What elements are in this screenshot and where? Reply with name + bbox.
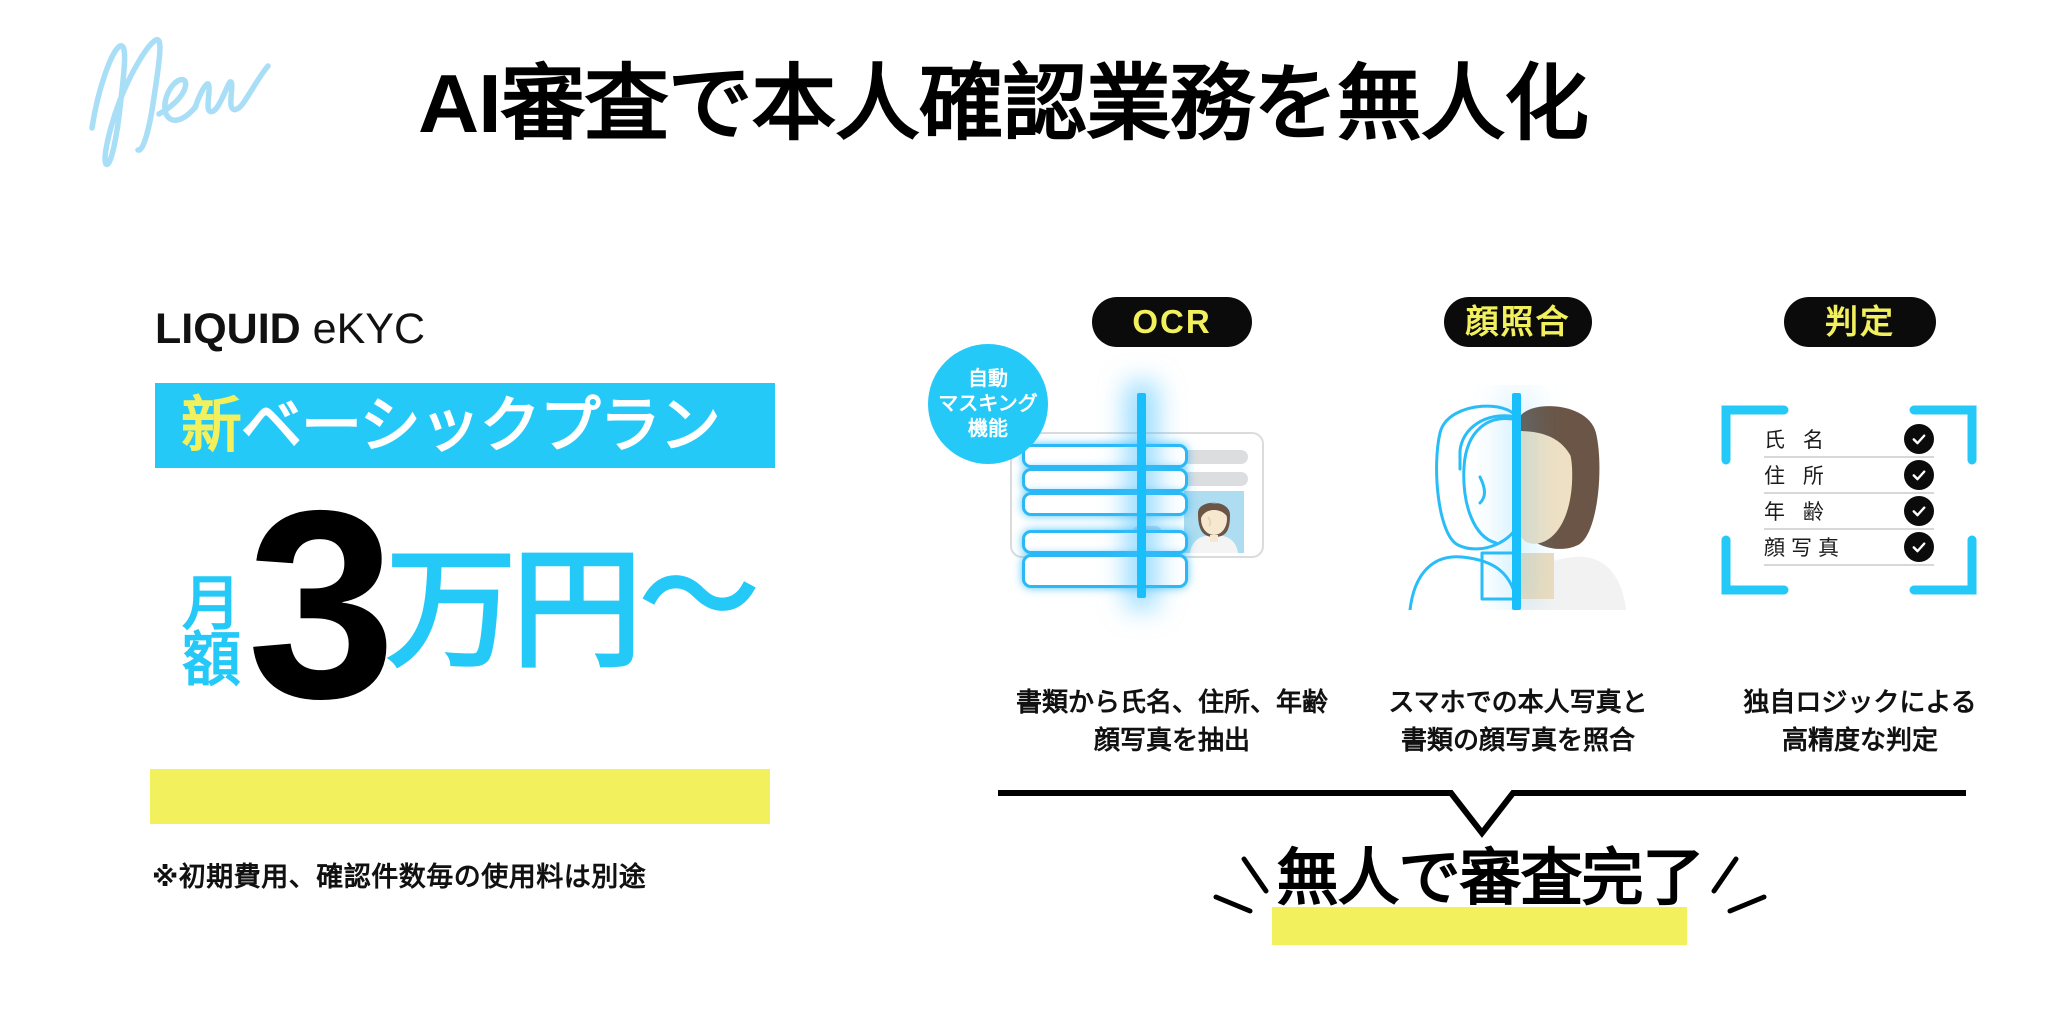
caption-line-1: スマホでの本人写真と (1388, 687, 1648, 717)
check-icon (1904, 460, 1934, 490)
flow-step-judge: 判定 (1690, 297, 2030, 347)
flow-caption-judge: 独自ロジックによる 高精度な判定 (1690, 684, 2030, 759)
check-icon (1904, 532, 1934, 562)
masked-field (1022, 530, 1188, 554)
plan-banner-text: 新ベーシックプラン (181, 395, 721, 456)
judge-checklist: 氏 名 住 所 年 齢 顔写真 (1720, 400, 1978, 600)
caption-line-1: 書類から氏名、住所、年齢 (1015, 687, 1328, 717)
price-row: 月 額 3 万円 〜 (150, 454, 759, 754)
conclusion-text: 無人で審査完了 (1276, 844, 1704, 913)
masked-field (1022, 492, 1188, 516)
check-icon (1904, 496, 1934, 526)
checklist-label: 氏 名 (1764, 429, 1830, 452)
plan-new-label: 新 (181, 391, 242, 459)
checklist-row[interactable]: 年 齢 (1764, 494, 1934, 530)
checklist-label: 住 所 (1764, 465, 1830, 488)
bubble-line-1: 自動 (968, 367, 1008, 390)
price-block: 月 額 3 万円 〜 (150, 454, 910, 824)
step-badge-judge: 判定 (1784, 297, 1936, 347)
price-tilde: 〜 (640, 532, 759, 665)
bubble-line-3: 機能 (968, 417, 1008, 440)
price-period-line1: 月 (182, 570, 242, 637)
check-icon (1904, 424, 1934, 454)
masked-field (1022, 444, 1188, 468)
checklist-row[interactable]: 住 所 (1764, 458, 1934, 494)
price-amount: 3 (247, 454, 396, 754)
step-badge-face: 顔照合 (1444, 297, 1592, 347)
idcard-photo (1184, 491, 1244, 553)
masked-field (1022, 468, 1188, 492)
sparkle-right-icon (1711, 856, 1767, 914)
scan-line-icon (1137, 393, 1146, 598)
caption-line-2: 高精度な判定 (1781, 724, 1938, 755)
flow-caption-face: スマホでの本人写真と 書類の顔写真を照合 (1348, 684, 1688, 759)
caption-line-2: 書類の顔写真を照合 (1400, 724, 1635, 755)
caption-line-2: 顔写真を抽出 (1093, 724, 1250, 755)
flow-caption-ocr: 書類から氏名、住所、年齢 顔写真を抽出 (1002, 684, 1342, 759)
price-period-line2: 額 (182, 627, 242, 694)
step-badge-ocr: OCR (1092, 297, 1252, 347)
checklist-label: 年 齢 (1764, 501, 1830, 524)
flow-step-ocr: OCR (1002, 297, 1342, 347)
new-script-logo (58, 18, 308, 178)
face-match-icon (1392, 385, 1644, 612)
flow-summary-bracket (996, 788, 1968, 838)
plan-banner: 新ベーシックプラン (155, 383, 775, 468)
masked-field (1022, 554, 1188, 588)
flow-step-face: 顔照合 (1348, 297, 1688, 347)
product-name-bold: LIQUID (155, 305, 301, 353)
checklist-label: 顔写真 (1764, 537, 1845, 560)
product-name-rest: eKYC (300, 305, 425, 353)
checklist-row[interactable]: 氏 名 (1764, 422, 1934, 458)
price-highlight-bar (150, 769, 770, 824)
price-period-label: 月 額 (182, 570, 242, 694)
auto-masking-bubble: 自動 マスキング 機能 (928, 344, 1048, 464)
product-name: LIQUID eKYC (155, 305, 425, 354)
corner-brackets-icon (1721, 405, 1977, 595)
conclusion-highlight-bar (1272, 907, 1687, 945)
page-title: AI審査で本人確認業務を無人化 (418, 57, 1589, 150)
bubble-line-2: マスキング (938, 392, 1038, 415)
sparkle-left-icon (1213, 856, 1269, 914)
price-unit: 万円 (386, 537, 642, 684)
plan-name-label: ベーシックプラン (241, 391, 721, 459)
checklist-row[interactable]: 顔写真 (1764, 530, 1934, 566)
conclusion-block: 無人で審査完了 (1180, 844, 1800, 965)
checklist-rows: 氏 名 住 所 年 齢 顔写真 (1764, 422, 1934, 566)
caption-line-1: 独自ロジックによる (1743, 687, 1977, 717)
price-footnote: ※初期費用、確認件数毎の使用料は別途 (152, 862, 647, 892)
